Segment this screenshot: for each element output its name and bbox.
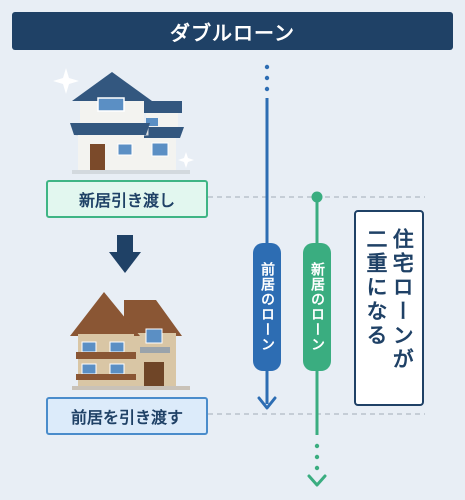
new-house-illustration	[70, 72, 190, 174]
prev-home-handover-label: 前居を引き渡す	[46, 397, 208, 435]
sparkle-icon	[53, 68, 79, 94]
new-loan-arrow-icon	[307, 474, 327, 487]
prev-loan-arrow-icon	[257, 396, 277, 410]
down-arrow-icon	[109, 235, 141, 273]
new-loan-label: 新居のローン	[303, 243, 331, 371]
old-house-illustration	[70, 292, 190, 390]
note-text: 住宅ローンが二重になる	[364, 228, 415, 372]
diagram-title: ダブルローン	[170, 20, 295, 45]
new-home-handover-label: 新居引き渡し	[46, 180, 208, 218]
double-loan-note: 住宅ローンが二重になる	[354, 210, 424, 406]
title-bar: ダブルローン	[12, 12, 453, 50]
prev-loan-label: 前居のローン	[253, 243, 281, 371]
sparkle-icon	[178, 152, 194, 168]
